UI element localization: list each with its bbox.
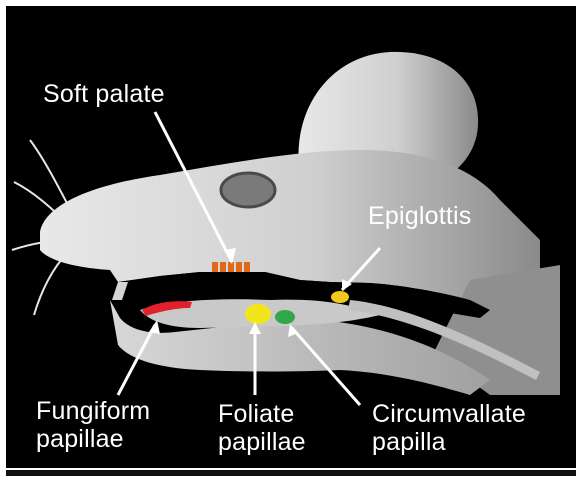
soft-palate-label-text: Soft palate bbox=[43, 80, 165, 108]
foliate-label: Foliate papillae bbox=[218, 400, 306, 456]
foliate-label-line1: Foliate bbox=[218, 400, 306, 428]
epiglottis-label-text: Epiglottis bbox=[368, 202, 471, 230]
soft-palate-label: Soft palate bbox=[43, 80, 165, 108]
epiglottis-marker bbox=[331, 291, 349, 303]
circumvallate-papilla-marker bbox=[275, 310, 295, 324]
circumvallate-label-line2: papilla bbox=[372, 428, 526, 456]
fungiform-label: Fungiform papillae bbox=[36, 397, 150, 453]
epiglottis-label: Epiglottis bbox=[368, 202, 471, 230]
fungiform-label-line1: Fungiform bbox=[36, 397, 150, 425]
circumvallate-label-line1: Circumvallate bbox=[372, 400, 526, 428]
circumvallate-label: Circumvallate papilla bbox=[372, 400, 526, 456]
soft-palate-stripes bbox=[212, 262, 250, 272]
foliate-papillae-marker bbox=[245, 304, 271, 324]
foliate-label-line2: papillae bbox=[218, 428, 306, 456]
eye bbox=[221, 173, 275, 207]
fungiform-label-line2: papillae bbox=[36, 425, 150, 453]
